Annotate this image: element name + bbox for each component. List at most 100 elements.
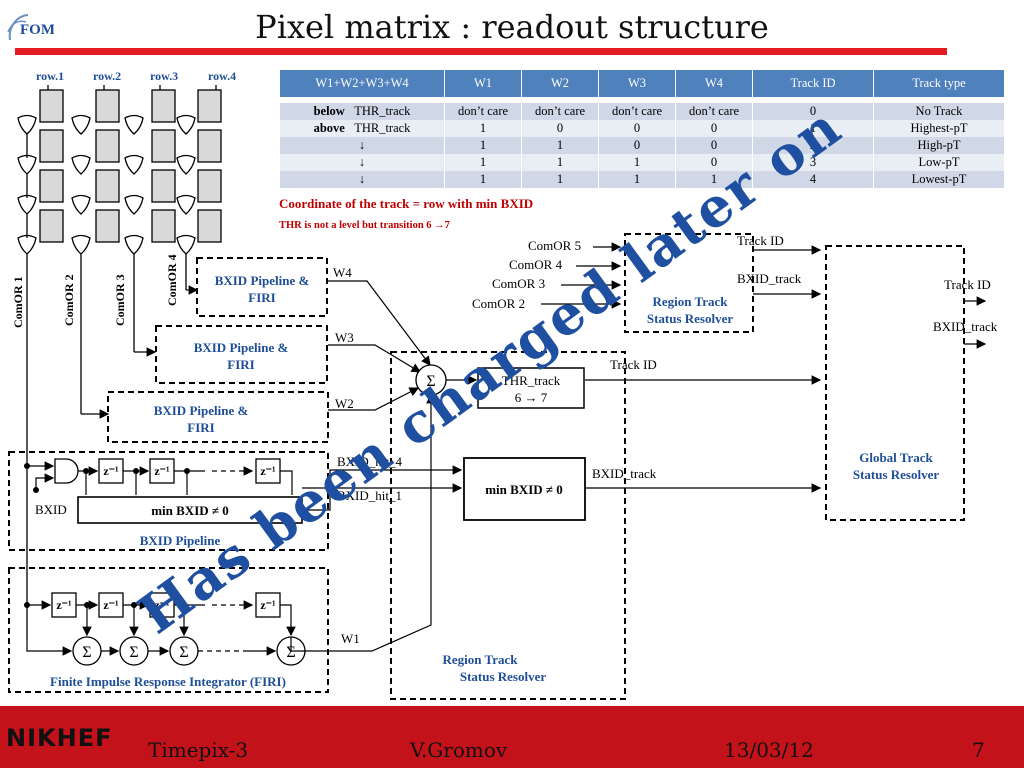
footer-date: 13/03/12 — [724, 738, 814, 762]
comor-input-label: ComOR 5 — [528, 238, 581, 253]
pixel-column-4 — [176, 85, 222, 290]
table-cell: 4 — [752, 171, 874, 188]
bxid-pipeline-label: BXID Pipeline — [140, 533, 221, 548]
table-cell: 1 — [598, 154, 676, 171]
comor-label: ComOR 4 — [165, 254, 179, 306]
z-inverse: z⁻¹ — [56, 598, 72, 612]
row-label: row.4 — [208, 69, 236, 83]
region-resolver-label: Status Resolver — [460, 669, 547, 684]
footer-author: V.Gromov — [410, 738, 508, 762]
readout-block-diagram: row.1 row.2 row.3 row.4 — [8, 69, 998, 700]
z-inverse: z⁻¹ — [154, 598, 170, 612]
pixel-column-2 — [71, 85, 120, 414]
bxid-pipeline-box-2 — [107, 391, 329, 443]
z-inverse: z⁻¹ — [260, 598, 276, 612]
bxid-hit-1-label: BXID_hit_1 — [337, 488, 402, 503]
table-cell: 2 — [752, 137, 874, 154]
table-cell: 1 — [521, 154, 599, 171]
sigma-symbol: Σ — [129, 644, 138, 661]
pipeline-label: FIRI — [248, 290, 275, 305]
table-header: W1 — [444, 69, 522, 98]
table-header-row: W1+W2+W3+W4 W1 W2 W3 W4 Track ID Track t… — [279, 69, 1005, 98]
min-bxid-box — [463, 457, 586, 521]
thr-track-box — [477, 367, 585, 409]
table-cell: 1 — [675, 171, 753, 188]
bxid-pipeline-box-3 — [155, 325, 328, 384]
table-cell: 1 — [444, 154, 522, 171]
table-header: W4 — [675, 69, 753, 98]
track-id-label: Track ID — [737, 233, 784, 248]
region-resolver-box-2 — [624, 233, 754, 333]
table-cell: don’t care — [444, 103, 522, 120]
sigma-symbol: Σ — [426, 373, 435, 390]
comor-label: ComOR 3 — [113, 274, 127, 326]
table-cell: 0 — [521, 120, 599, 137]
bxid-label: BXID — [35, 502, 67, 517]
bxid-track-label: BXID_track — [737, 271, 802, 286]
comor-label: ComOR 2 — [62, 274, 76, 326]
table-cell: don’t care — [521, 103, 599, 120]
pipeline-label: BXID Pipeline & — [154, 403, 249, 418]
track-id-output-label: Track ID — [944, 277, 991, 292]
min-bxid-label: min BXID ≠ 0 — [151, 503, 229, 518]
sum-node — [415, 364, 447, 396]
z-inverse: z⁻¹ — [260, 464, 276, 478]
table-cell: 1 — [521, 171, 599, 188]
table-row: ↓ 1 1 1 0 3 Low-pT — [279, 154, 1005, 171]
table-header: W1+W2+W3+W4 — [279, 69, 445, 98]
pipeline-label: BXID Pipeline & — [215, 273, 310, 288]
and-gate — [54, 458, 79, 484]
pipeline-label: FIRI — [187, 420, 214, 435]
table-cell: don’t care — [598, 103, 676, 120]
footer-bar — [0, 706, 1024, 768]
table-cell: 1 — [521, 137, 599, 154]
z-inverse: z⁻¹ — [154, 464, 170, 478]
title-underline — [15, 48, 947, 55]
global-resolver-label: Status Resolver — [853, 467, 940, 482]
region-resolver-label: Status Resolver — [647, 311, 734, 326]
firi-label: Finite Impulse Response Integrator (FIRI… — [50, 674, 286, 689]
nikhef-logo: NIKHEF — [6, 724, 113, 752]
table-row: below THR_track don’t care don’t care do… — [279, 103, 1005, 120]
track-id-label: Track ID — [610, 357, 657, 372]
table-row: above THR_track 1 0 0 0 1 Highest-pT — [279, 120, 1005, 137]
pixel-column-1 — [17, 85, 64, 640]
footer-left: Timepix-3 — [148, 738, 249, 762]
table-cell: above — [313, 121, 345, 135]
table-cell: 0 — [598, 137, 676, 154]
bxid-track-label: BXID_track — [592, 466, 657, 481]
table-cell: Low-pT — [873, 154, 1005, 171]
table-row: ↓ 1 1 1 1 4 Lowest-pT — [279, 171, 1005, 188]
region-resolver-label: Region Track — [443, 652, 519, 667]
bxid-hit-4-label: BXID_hit_4 — [337, 454, 403, 469]
table-note: Coordinate of the track = row with min B… — [279, 196, 534, 211]
table-cell: ↓ — [279, 171, 445, 188]
table-cell: don’t care — [675, 103, 753, 120]
table-cell: 1 — [444, 120, 522, 137]
global-resolver-label: Global Track — [859, 450, 933, 465]
footer-page-number: 7 — [972, 738, 985, 762]
bxid-pipeline-box-1 — [8, 451, 329, 551]
w1-label: W1 — [341, 631, 360, 646]
comor-input-label: ComOR 2 — [472, 296, 525, 311]
table-cell: 1 — [444, 171, 522, 188]
z-inverse: z⁻¹ — [103, 598, 119, 612]
w3-label: W3 — [335, 330, 354, 345]
table-cell: High-pT — [873, 137, 1005, 154]
table-cell: THR_track — [354, 104, 411, 118]
w4-label: W4 — [333, 265, 352, 280]
table-note: THR is not a level but transition 6 →7 — [279, 220, 450, 231]
table-row: ↓ 1 1 0 0 2 High-pT — [279, 137, 1005, 154]
table-cell: 1 — [598, 171, 676, 188]
table-header: Track type — [873, 69, 1005, 98]
pipeline-label: BXID Pipeline & — [194, 340, 289, 355]
pixel-column-3 — [124, 85, 176, 352]
sigma-symbol: Σ — [179, 644, 188, 661]
track-id-table: W1+W2+W3+W4 W1 W2 W3 W4 Track ID Track t… — [279, 69, 1005, 188]
pixel-matrix — [17, 85, 222, 640]
table-header: W3 — [598, 69, 676, 98]
comor-label: ComOR 1 — [11, 276, 25, 328]
z-inverse: z⁻¹ — [103, 464, 119, 478]
sigma-symbol: Σ — [286, 644, 295, 661]
global-resolver-box — [825, 245, 965, 521]
